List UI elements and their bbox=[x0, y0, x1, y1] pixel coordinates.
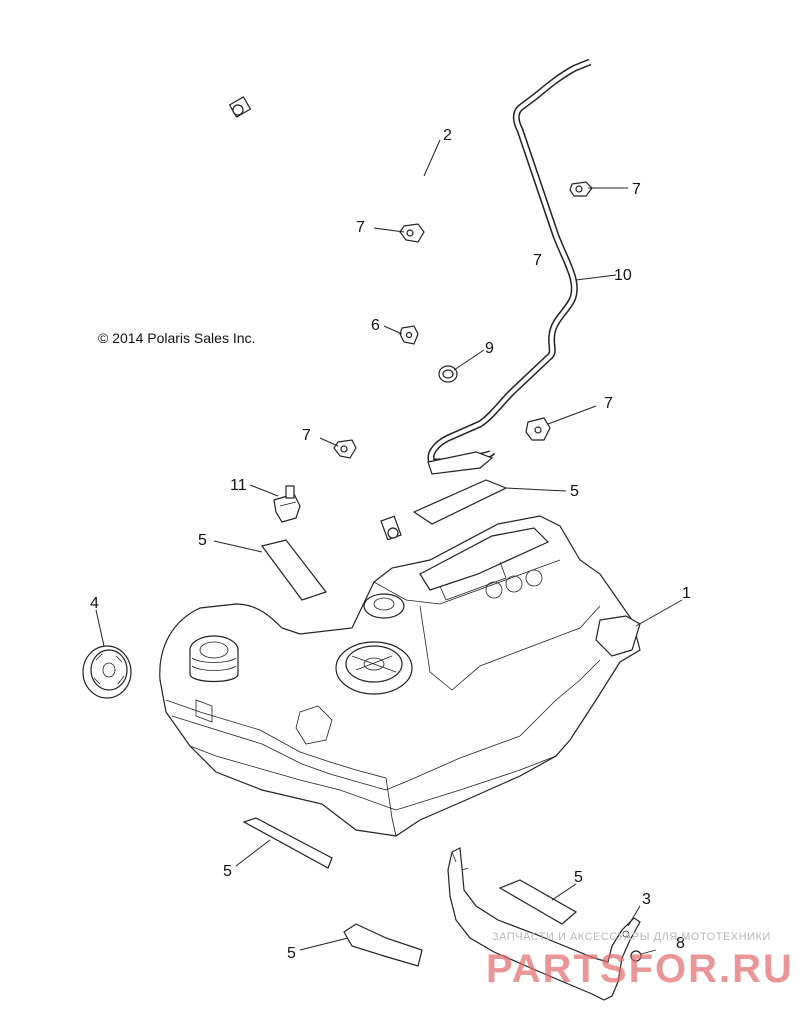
callout-5-top: 5 bbox=[570, 483, 579, 500]
callout-5-bracket: 5 bbox=[574, 869, 583, 886]
watermark: ЗАПЧАСТИ И АКСЕССУАРЫ ДЛЯ МОТОТЕХНИКИ PA… bbox=[486, 931, 794, 991]
bracket-3 bbox=[447, 847, 641, 1001]
callout-8: 8 bbox=[676, 935, 685, 952]
callout-5-bottom: 5 bbox=[287, 945, 296, 962]
watermark-tagline: ЗАПЧАСТИ И АКСЕССУАРЫ ДЛЯ МОТОТЕХНИКИ bbox=[492, 931, 771, 943]
watermark-brand: PARTSFOR.RU bbox=[486, 947, 794, 991]
callout-10: 10 bbox=[614, 267, 632, 284]
copyright-notice: © 2014 Polaris Sales Inc. bbox=[98, 330, 255, 346]
fuel-cap-4 bbox=[82, 645, 132, 699]
callout-7-e: 7 bbox=[604, 395, 613, 412]
fuel-tank-1 bbox=[159, 515, 641, 837]
clip-7-a bbox=[399, 223, 425, 243]
callout-7-a: 7 bbox=[356, 219, 365, 236]
leader-lines bbox=[95, 139, 683, 951]
callout-11: 11 bbox=[230, 477, 247, 494]
pad-5-bottom-left bbox=[242, 817, 333, 869]
callout-7-d: 7 bbox=[302, 427, 311, 444]
clip-6 bbox=[399, 325, 419, 345]
clip-7-d bbox=[525, 417, 551, 441]
pad-5-bottom bbox=[343, 923, 423, 967]
callout-labels: 1 2 3 4 5 5 5 5 5 6 7 7 7 7 7 8 9 10 11 bbox=[90, 127, 691, 962]
clip-7-b bbox=[569, 181, 593, 197]
bolt-8 bbox=[630, 949, 657, 962]
vent-hose-right bbox=[427, 58, 592, 475]
valve-11 bbox=[273, 485, 301, 523]
pad-5-bracket bbox=[498, 879, 578, 925]
callout-1: 1 bbox=[682, 585, 691, 602]
callout-5-left: 5 bbox=[198, 532, 207, 549]
callout-6: 6 bbox=[371, 317, 380, 334]
callout-9: 9 bbox=[485, 340, 494, 357]
callout-4: 4 bbox=[90, 595, 99, 612]
clip-7-c bbox=[333, 439, 357, 459]
callout-5-bottom-left: 5 bbox=[223, 863, 232, 880]
pad-5-top bbox=[412, 479, 508, 525]
callout-2: 2 bbox=[443, 127, 452, 144]
callout-7-b: 7 bbox=[632, 181, 641, 198]
callout-7-c: 7 bbox=[533, 252, 542, 269]
vent-hose-left bbox=[228, 81, 463, 541]
pad-5-left bbox=[260, 539, 327, 601]
callout-3: 3 bbox=[642, 891, 651, 908]
clamp-9 bbox=[438, 365, 458, 383]
